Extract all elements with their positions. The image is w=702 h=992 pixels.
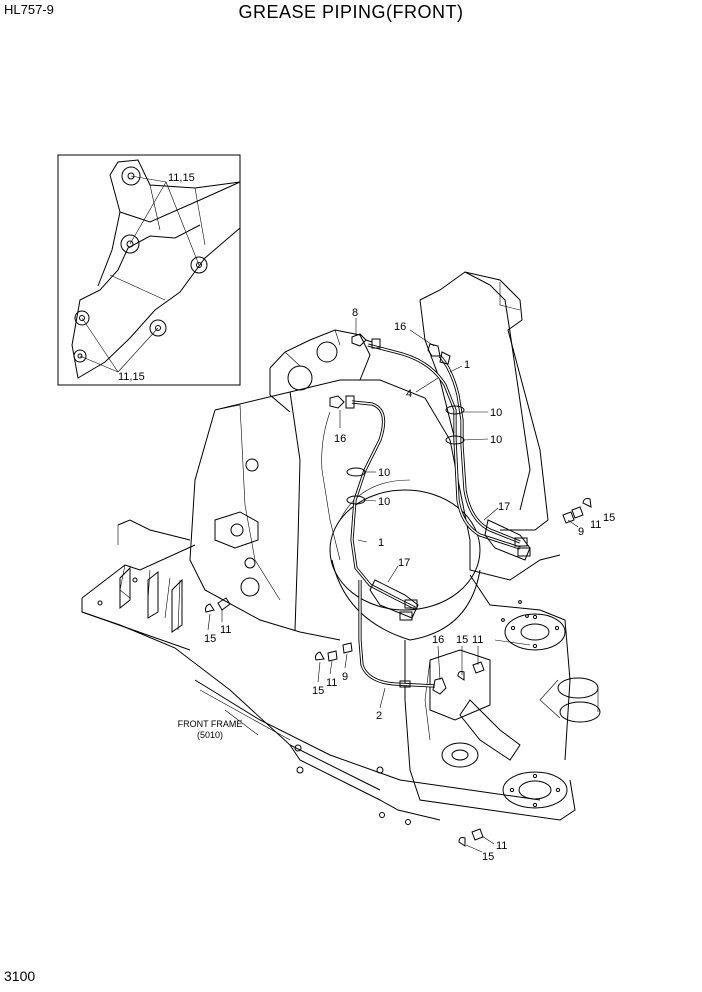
grease-hoses	[321, 343, 521, 688]
callout-16: 16	[334, 433, 346, 445]
callout-10: 10	[490, 434, 502, 446]
callout-11: 11	[472, 634, 483, 646]
model-number: HL757-9	[4, 2, 54, 17]
callout-1: 1	[378, 537, 384, 549]
callout-15: 15	[603, 512, 615, 524]
callout-numbers: 8 16 1 4 10 10 16 10 10 17 9 11 15 1 17 …	[204, 307, 615, 863]
callout-15: 15	[482, 851, 494, 863]
callout-11: 11	[220, 624, 231, 636]
callout-9: 9	[342, 671, 348, 683]
callout-10: 10	[490, 407, 502, 419]
callout-17: 17	[498, 501, 510, 513]
front-frame-code: (5010)	[197, 730, 223, 740]
page-number: 3100	[4, 968, 36, 984]
callout-8: 8	[352, 307, 358, 319]
fittings	[205, 333, 592, 847]
callout-15: 15	[312, 685, 324, 697]
callout-15: 15	[456, 634, 468, 646]
callout-11: 11	[326, 677, 337, 689]
callout-inset-bottom: 11,15	[118, 371, 145, 383]
callout-10: 10	[378, 496, 390, 508]
callout-4: 4	[406, 388, 412, 400]
leader-lines	[207, 318, 579, 853]
callout-17: 17	[398, 557, 410, 569]
page-title: GREASE PIPING(FRONT)	[238, 2, 464, 22]
inset-detail: 11,15 11,15	[57, 154, 241, 386]
callout-9: 9	[578, 526, 584, 538]
callout-2: 2	[376, 710, 382, 722]
callout-16: 16	[432, 634, 444, 646]
front-frame-label: FRONT FRAME (5010)	[178, 719, 243, 740]
callout-11: 11	[590, 519, 601, 531]
callout-15: 15	[204, 633, 216, 645]
front-frame-name: FRONT FRAME	[178, 719, 243, 729]
callout-16: 16	[394, 321, 406, 333]
callout-10: 10	[378, 467, 390, 479]
callout-1: 1	[464, 359, 470, 371]
callout-11: 11	[496, 840, 507, 852]
callout-inset-top: 11,15	[168, 172, 195, 184]
